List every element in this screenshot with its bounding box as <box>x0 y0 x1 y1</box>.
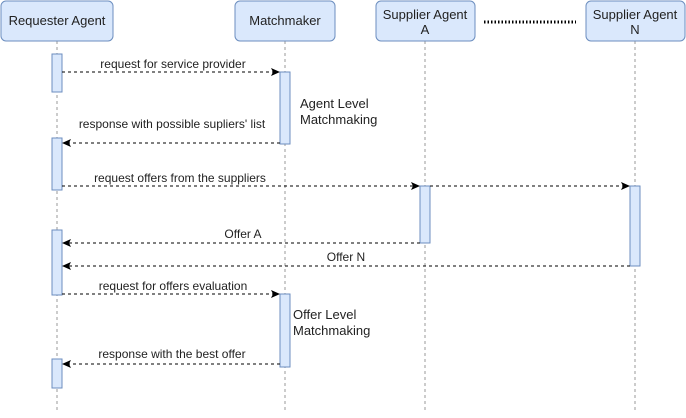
message-request-evaluation-label: request for offers evaluation <box>99 279 248 293</box>
note-offer-level-line2: Matchmaking <box>293 323 370 338</box>
participant-supplier-n-label-line1: Supplier Agent <box>593 7 678 22</box>
activation-supplier-a <box>419 185 431 244</box>
participant-matchmaker-label: Matchmaker <box>249 13 321 28</box>
participant-requester-label: Requester Agent <box>9 13 106 28</box>
activation-requester-1 <box>51 53 63 93</box>
arrowhead-left <box>62 139 71 147</box>
message-offer-n: Offer N <box>62 250 630 270</box>
note-agent-level-line2: Matchmaking <box>300 112 377 127</box>
participant-supplier-a-label-line2: A <box>421 22 430 37</box>
arrowhead-right <box>621 182 630 190</box>
message-request-offers-label: request offers from the suppliers <box>94 171 266 185</box>
activation-requester-4 <box>51 358 63 389</box>
message-request-offers: request offers from the suppliers <box>62 171 630 190</box>
note-agent-level-line1: Agent Level <box>300 96 369 111</box>
message-offer-n-label: Offer N <box>327 250 365 264</box>
message-request-evaluation: request for offers evaluation <box>62 279 280 298</box>
message-response-suppliers-list: response with possible supliers' list <box>62 117 280 147</box>
message-response-best-offer: response with the best offer <box>62 347 280 368</box>
message-request-service-provider-label: request for service provider <box>100 57 245 71</box>
message-response-suppliers-list-label: response with possible supliers' list <box>79 117 266 131</box>
activation-matchmaker-1 <box>279 71 291 145</box>
participant-supplier-a[interactable]: Supplier Agent A <box>375 0 476 42</box>
participant-requester-box <box>0 0 114 42</box>
message-request-service-provider: request for service provider <box>62 57 280 76</box>
participant-matchmaker-box <box>234 0 336 42</box>
message-response-best-offer-label: response with the best offer <box>98 347 245 361</box>
arrowhead-left <box>62 262 71 270</box>
message-offer-a-label: Offer A <box>224 227 261 241</box>
participant-supplier-a-label-line1: Supplier Agent <box>383 7 468 22</box>
message-offer-a: Offer A <box>62 227 420 247</box>
note-offer-level-line1: Offer Level <box>293 307 356 322</box>
activation-supplier-n <box>629 185 641 267</box>
participant-matchmaker[interactable]: Matchmaker <box>234 0 336 42</box>
participant-supplier-n-label-line2: N <box>630 22 639 37</box>
activation-requester-3 <box>51 229 63 296</box>
participant-supplier-n[interactable]: Supplier Agent N <box>585 0 686 42</box>
participant-supplier-a-box <box>375 0 476 42</box>
arrowhead-left <box>62 239 71 247</box>
activation-requester-2 <box>51 137 63 191</box>
arrowhead-left <box>62 360 71 368</box>
arrowhead-right <box>411 182 420 190</box>
participant-supplier-n-box <box>585 0 686 42</box>
arrowhead-right <box>271 290 280 298</box>
participant-requester[interactable]: Requester Agent <box>0 0 114 42</box>
activation-matchmaker-2 <box>279 293 291 368</box>
arrowhead-right <box>271 68 280 76</box>
